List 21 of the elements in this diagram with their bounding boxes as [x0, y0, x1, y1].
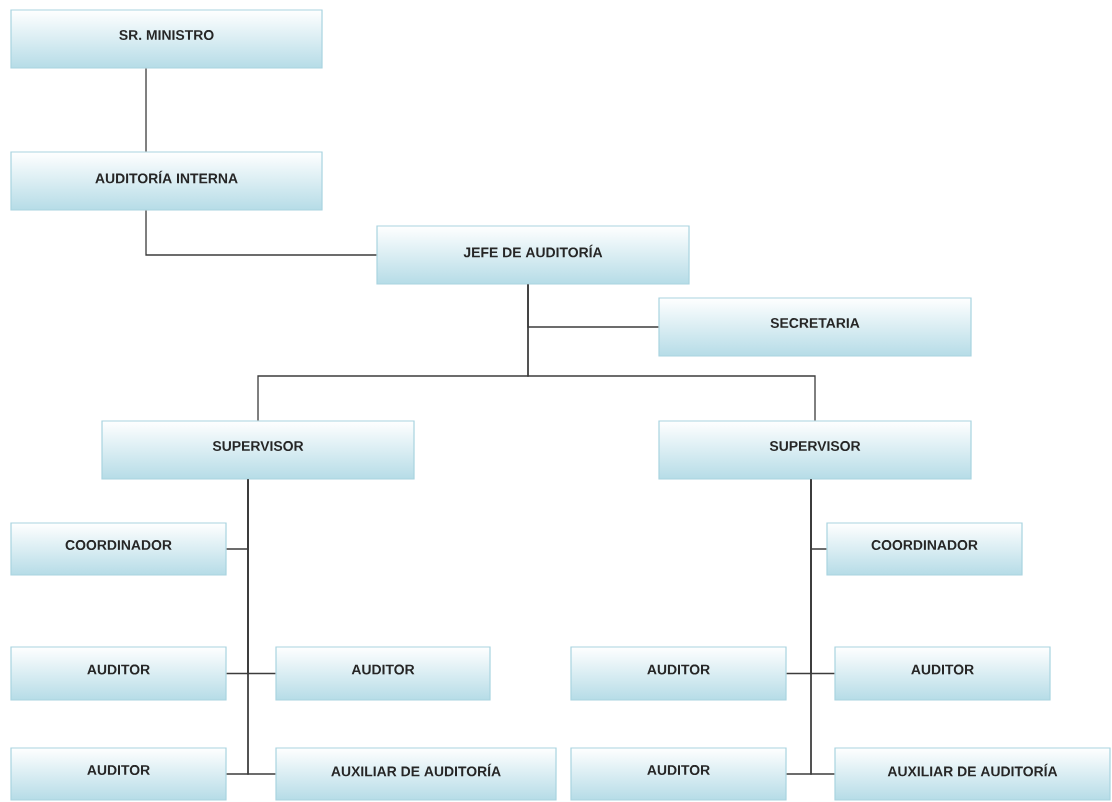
connector-line: [247, 478, 277, 775]
org-box: AUDITOR: [10, 747, 227, 801]
org-box: AUDITOR: [834, 646, 1051, 701]
connector-line: [810, 478, 836, 775]
org-box: JEFE DE AUDITORÍA: [376, 225, 690, 285]
org-box: COORDINADOR: [10, 522, 227, 576]
org-box: COORDINADOR: [826, 522, 1023, 576]
org-box: AUDITOR: [570, 747, 787, 801]
org-box: SR. MINISTRO: [10, 9, 323, 69]
org-box: AUXILIAR DE AUDITORÍA: [834, 747, 1111, 801]
org-box: AUXILIAR DE AUDITORÍA: [275, 747, 557, 801]
connector-line: [527, 283, 816, 422]
connector-line: [145, 67, 147, 153]
org-box: AUDITOR: [10, 646, 227, 701]
org-box: SUPERVISOR: [658, 420, 972, 480]
org-box: SECRETARIA: [658, 297, 972, 357]
org-box: AUDITOR: [570, 646, 787, 701]
connector-line: [145, 209, 378, 256]
org-box: SUPERVISOR: [101, 420, 415, 480]
org-box: AUDITORÍA INTERNA: [10, 151, 323, 211]
org-box: AUDITOR: [275, 646, 491, 701]
